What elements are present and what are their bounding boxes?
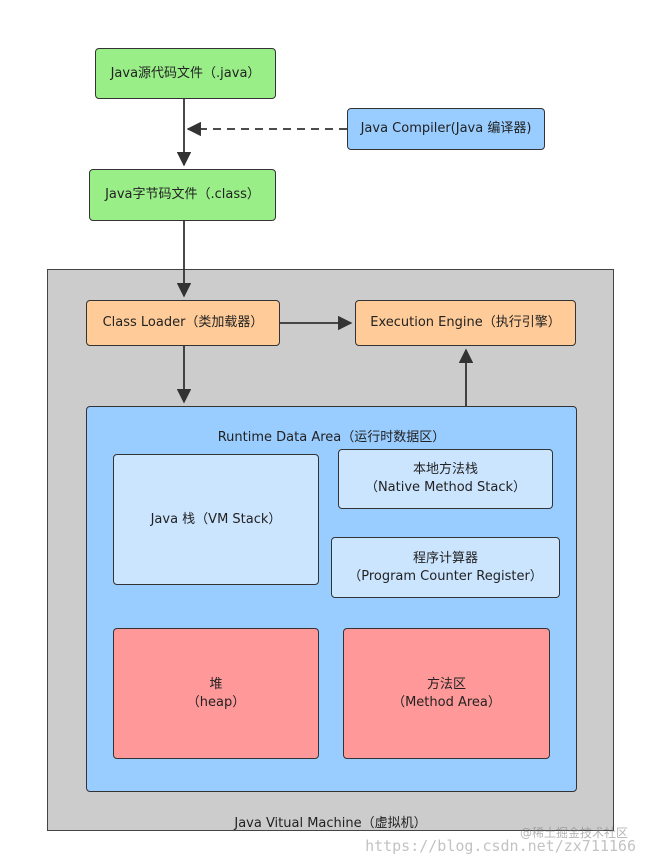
native-method-stack-node: 本地方法栈 （Native Method Stack） bbox=[338, 449, 553, 509]
jvm-label: Java Vitual Machine（虚拟机） bbox=[234, 816, 427, 831]
heap-title: 堆 bbox=[209, 676, 223, 692]
heap-subtitle: （heap） bbox=[186, 694, 246, 710]
heap-node: 堆 （heap） bbox=[113, 628, 319, 759]
method-area-title: 方法区 bbox=[426, 676, 466, 692]
program-counter-subtitle: （Program Counter Register） bbox=[348, 568, 543, 584]
java-compiler-label: Java Compiler(Java 编译器) bbox=[360, 121, 532, 136]
method-area-subtitle: （Method Area） bbox=[392, 694, 501, 710]
java-source-file-node: Java源代码文件（.java） bbox=[95, 48, 276, 99]
method-area-node: 方法区 （Method Area） bbox=[343, 628, 550, 759]
execution-engine-label: Execution Engine（执行引擎） bbox=[370, 315, 561, 330]
native-method-stack-title: 本地方法栈 bbox=[412, 462, 478, 477]
class-loader-label: Class Loader（类加载器） bbox=[102, 315, 264, 330]
bytecode-file-label: Java字节码文件（.class） bbox=[105, 187, 260, 202]
vm-stack-node: Java 栈（VM Stack） bbox=[113, 454, 319, 585]
program-counter-node: 程序计算器 （Program Counter Register） bbox=[331, 537, 560, 598]
java-source-file-label: Java源代码文件（.java） bbox=[110, 65, 261, 81]
watermark-community: @稀土掘金技术社区 bbox=[519, 826, 628, 840]
execution-engine-node: Execution Engine（执行引擎） bbox=[355, 300, 576, 346]
program-counter-title: 程序计算器 bbox=[412, 550, 478, 566]
native-method-stack-subtitle: （Native Method Stack） bbox=[364, 480, 527, 495]
bytecode-file-node: Java字节码文件（.class） bbox=[89, 169, 276, 221]
watermark-url: https://blog.csdn.net/zx711166 bbox=[365, 837, 636, 855]
java-compiler-node: Java Compiler(Java 编译器) bbox=[347, 108, 545, 150]
class-loader-node: Class Loader（类加载器） bbox=[86, 300, 280, 346]
runtime-data-area-label: Runtime Data Area（运行时数据区） bbox=[217, 430, 446, 445]
vm-stack-label: Java 栈（VM Stack） bbox=[150, 511, 282, 527]
